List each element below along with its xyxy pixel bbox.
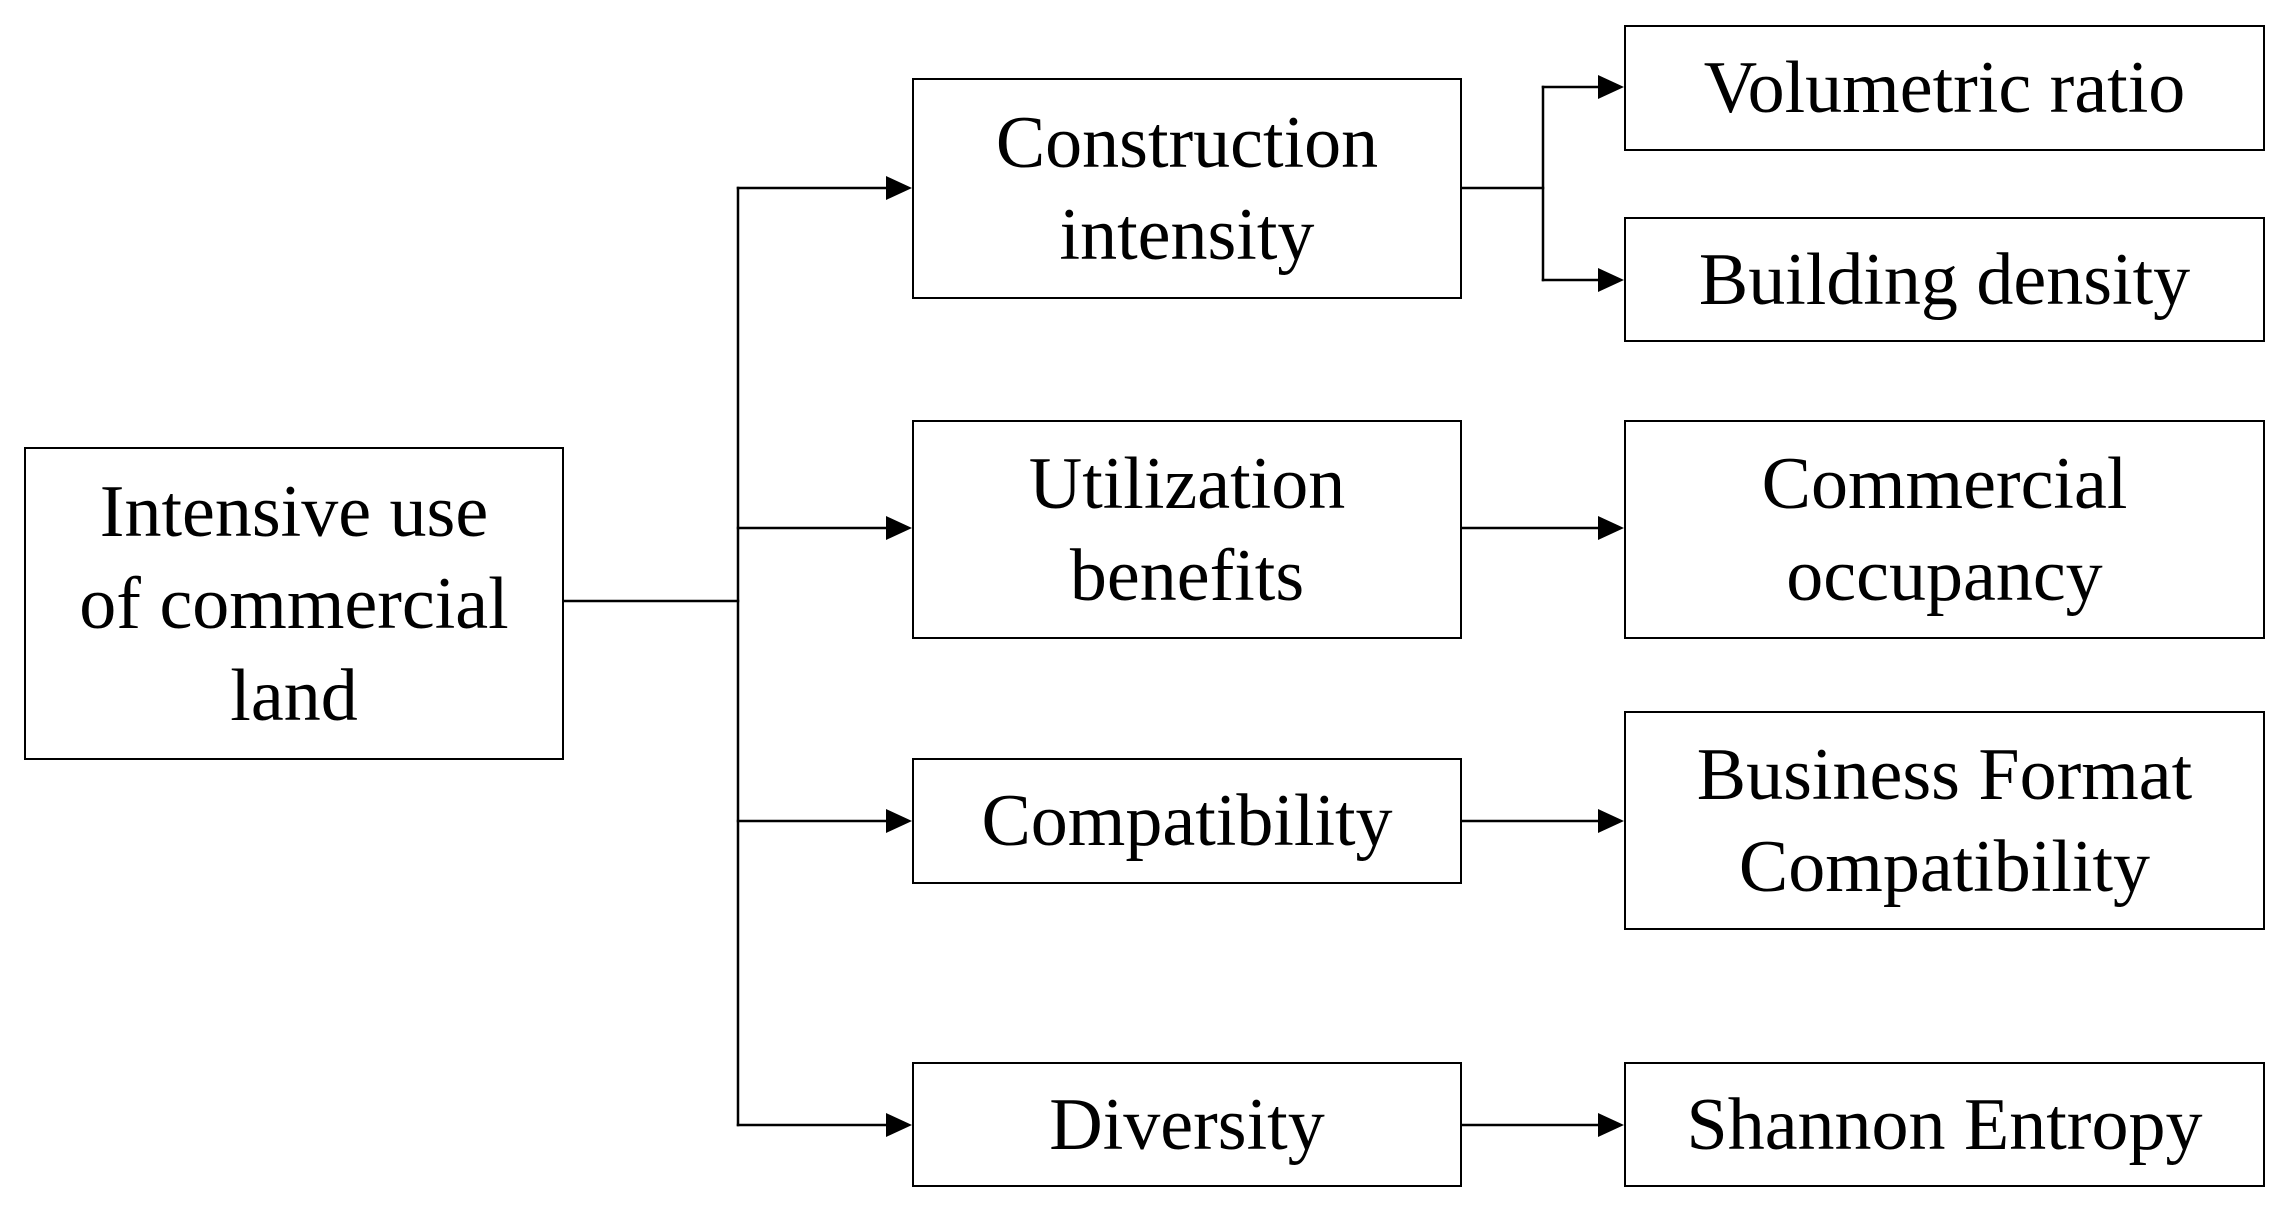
criterion-node-label: Construction intensity xyxy=(995,101,1379,276)
indicator-node-label: Commercial occupancy xyxy=(1761,442,2128,617)
criterion-node-diversity: Diversity xyxy=(912,1062,1462,1187)
indicator-node-commercial-occupancy: Commercial occupancy xyxy=(1624,420,2265,639)
arrowhead xyxy=(1598,1113,1624,1137)
criterion-node-construction-intensity: Construction intensity xyxy=(912,78,1462,299)
arrowhead xyxy=(886,809,912,833)
criterion-node-label: Utilization benefits xyxy=(1028,442,1346,617)
criterion-node-label: Diversity xyxy=(1049,1083,1325,1166)
root-node: Intensive use of commercial land xyxy=(24,447,564,760)
arrowhead xyxy=(1598,516,1624,540)
arrowhead xyxy=(1598,268,1624,292)
indicator-node-label: Building density xyxy=(1698,238,2191,321)
indicator-node-building-density: Building density xyxy=(1624,217,2265,342)
arrowhead xyxy=(886,1113,912,1137)
criterion-node-compatibility: Compatibility xyxy=(912,758,1462,884)
indicator-node-shannon-entropy: Shannon Entropy xyxy=(1624,1062,2265,1187)
indicator-node-label: Business Format Compatibility xyxy=(1696,733,2193,908)
indicator-node-business-format-compatibility: Business Format Compatibility xyxy=(1624,711,2265,930)
indicator-node-volumetric-ratio: Volumetric ratio xyxy=(1624,25,2265,151)
indicator-node-label: Volumetric ratio xyxy=(1703,47,2186,129)
criterion-node-utilization-benefits: Utilization benefits xyxy=(912,420,1462,639)
indicator-node-label: Shannon Entropy xyxy=(1686,1083,2203,1166)
arrowhead xyxy=(1598,75,1624,99)
criterion-node-label: Compatibility xyxy=(981,780,1393,862)
arrowhead xyxy=(886,516,912,540)
arrowhead xyxy=(886,176,912,200)
arrowhead xyxy=(1598,809,1624,833)
root-node-label: Intensive use of commercial land xyxy=(79,470,509,737)
